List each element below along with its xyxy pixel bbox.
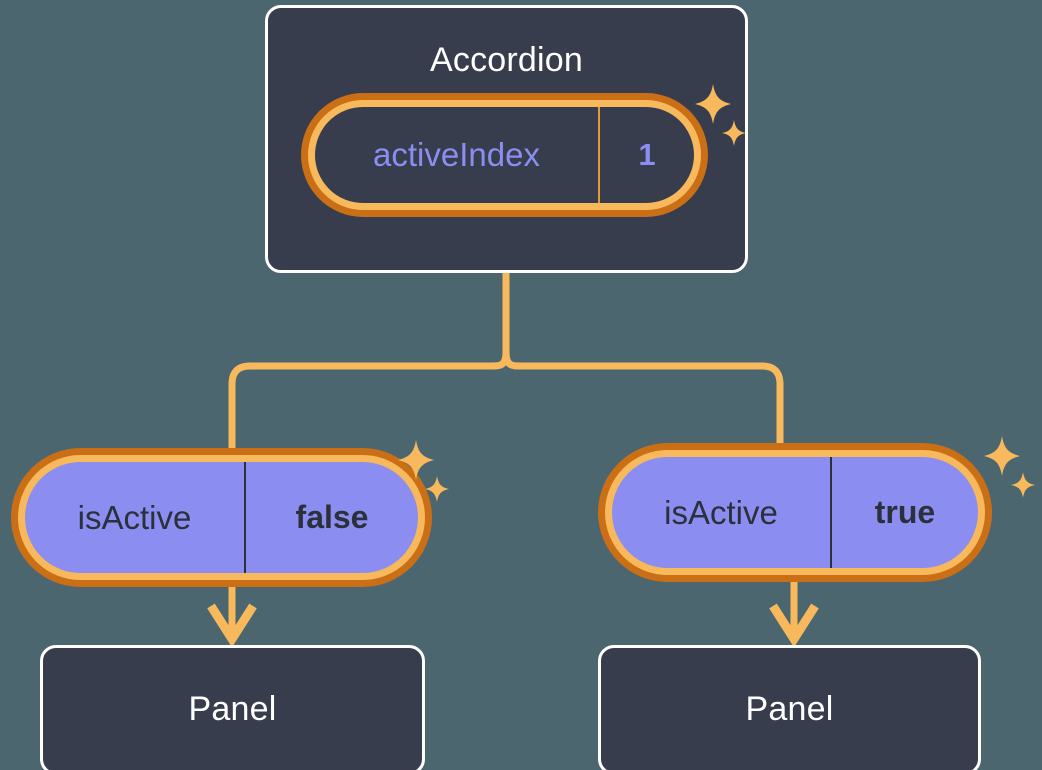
component-card-panel-right[interactable]: Panel <box>598 645 981 770</box>
sparkle-four-point-large-icon <box>984 436 1035 498</box>
component-card-panel-left[interactable]: Panel <box>40 645 425 770</box>
state-hook-activeindex-value: 1 <box>638 137 656 172</box>
accordion-title: Accordion <box>430 41 583 79</box>
wire-branch-right <box>502 351 784 450</box>
wire-branch-left <box>228 351 510 455</box>
arrowhead-left <box>207 603 257 648</box>
state-hook-activeindex-key: activeIndex <box>315 107 600 203</box>
state-hook-isactive-true[interactable]: isActive true <box>605 450 985 575</box>
state-hook-isactive-false[interactable]: isActive false <box>18 455 425 580</box>
state-hook-activeindex[interactable]: activeIndex 1 <box>308 100 701 210</box>
arrowhead-right <box>769 603 819 648</box>
panel-left-title: Panel <box>188 690 277 728</box>
state-hook-isactive-false-key: isActive <box>25 462 246 573</box>
panel-right-title: Panel <box>745 690 834 728</box>
state-hook-isactive-false-value: false <box>295 499 369 535</box>
state-hook-isactive-true-value: true <box>874 494 936 530</box>
state-hook-isactive-true-key: isActive <box>612 457 832 568</box>
